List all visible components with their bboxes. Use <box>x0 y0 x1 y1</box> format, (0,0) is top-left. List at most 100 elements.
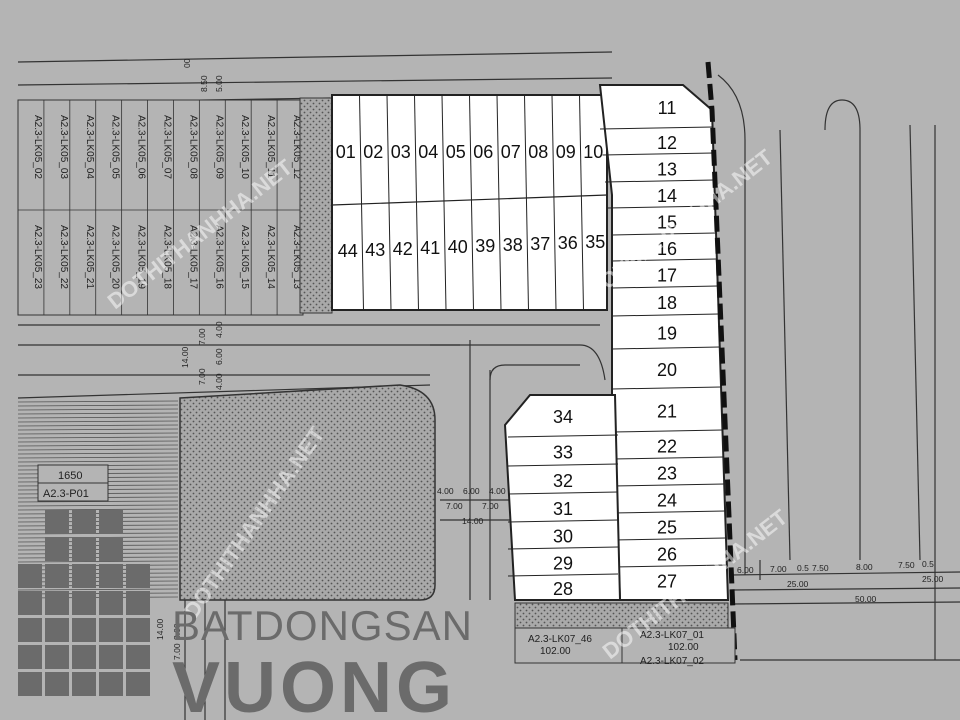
lot-number: 10 <box>583 142 603 162</box>
svg-text:7.50: 7.50 <box>812 563 829 573</box>
lk05-lower-label: A2.3-LK05_22 <box>58 225 69 289</box>
logo-grid-cell <box>45 591 69 615</box>
lk05-upper-label: A2.3-LK05_06 <box>136 115 147 179</box>
lk05-upper-label: A2.3-LK05_09 <box>213 115 224 179</box>
lot-number: 07 <box>501 142 521 162</box>
logo-grid-cell <box>18 564 42 588</box>
lot-number: 27 <box>657 572 677 592</box>
lot-number: 06 <box>473 142 493 162</box>
lot-number: 42 <box>393 239 413 259</box>
logo-grid-cell <box>45 618 69 642</box>
lk05-upper-label: A2.3-LK05_07 <box>162 115 173 179</box>
lk05-upper-label: A2.3-LK05_04 <box>84 115 95 179</box>
lot-number: 08 <box>528 142 548 162</box>
lot-number: 20 <box>657 360 677 380</box>
lk05-lower-label: A2.3-LK05_14 <box>265 225 276 289</box>
lot-number: 33 <box>553 443 573 463</box>
lot-number: 02 <box>363 142 383 162</box>
lot-number: 14 <box>657 186 677 206</box>
svg-text:6.00: 6.00 <box>214 348 224 365</box>
logo-grid-cell <box>72 645 96 669</box>
logo-grid-cell <box>72 564 96 588</box>
svg-text:7.00: 7.00 <box>482 501 499 511</box>
lot-number: 31 <box>553 499 573 519</box>
lot-number: 43 <box>365 240 385 260</box>
lk05-upper-label: A2.3-LK05_02 <box>32 115 43 179</box>
svg-text:50.00: 50.00 <box>855 594 877 604</box>
lot-number: 03 <box>391 142 411 162</box>
logo-grid-cell <box>45 672 69 696</box>
right-plot-block <box>598 84 730 601</box>
lot-number: 21 <box>657 402 677 422</box>
lot-number: 19 <box>657 324 677 344</box>
lk05-lower-label: A2.3-LK05_20 <box>110 225 121 289</box>
lk05-lower-label: A2.3-LK05_21 <box>84 225 95 289</box>
lot-number: 24 <box>657 491 677 511</box>
lot-number: 28 <box>553 579 573 599</box>
hatched-strip-bottom <box>514 602 729 629</box>
lk05-lower-label: A2.3-LK05_13 <box>291 225 302 289</box>
logo-grid-cell <box>72 672 96 696</box>
svg-text:8.50: 8.50 <box>199 75 209 92</box>
lot-number: 39 <box>475 236 495 256</box>
top-plot-middle-line <box>331 194 608 206</box>
park-area-value: 1650 <box>58 470 82 482</box>
logo-grid-cell <box>45 564 69 588</box>
svg-text:7.00: 7.00 <box>770 564 787 574</box>
logo-grid-cell <box>126 645 150 669</box>
svg-text:4.00: 4.00 <box>214 321 224 338</box>
svg-text:25.00: 25.00 <box>787 579 809 589</box>
lk05-lower-label: A2.3-LK05_15 <box>239 225 250 289</box>
lk05-lower-label: A2.3-LK05_16 <box>213 225 224 289</box>
lot-number: 25 <box>657 518 677 538</box>
lk05-upper-label: A2.3-LK05_05 <box>110 115 121 179</box>
svg-text:14.00: 14.00 <box>180 346 190 368</box>
svg-text:00: 00 <box>182 58 192 68</box>
lk05-upper-label: A2.3-LK05_03 <box>58 115 69 179</box>
logo-grid-cell <box>99 618 123 642</box>
lot-number: 22 <box>657 437 677 457</box>
lot-number: 34 <box>553 407 573 427</box>
logo-grid-cell <box>126 591 150 615</box>
svg-text:8.00: 8.00 <box>172 623 182 640</box>
lot-number: 05 <box>446 142 466 162</box>
svg-text:5.00: 5.00 <box>214 75 224 92</box>
logo-grid-cell <box>99 564 123 588</box>
logo-grid-cell <box>99 510 123 534</box>
lk05-lower-label: A2.3-LK05_17 <box>187 225 198 289</box>
lot-number: 12 <box>657 133 677 153</box>
dimension-labels: 00 5.00 8.50 7.00 14.00 6.00 7.00 4.00 4… <box>155 58 944 660</box>
lot-number: 13 <box>657 160 677 180</box>
logo-grid-cell <box>99 672 123 696</box>
lot-number: 35 <box>585 232 605 252</box>
lot-number: 36 <box>558 233 578 253</box>
logo-grid-cell <box>72 510 96 534</box>
logo-grid-cell <box>99 591 123 615</box>
lot-number: 44 <box>338 241 358 261</box>
svg-text:4.00: 4.00 <box>437 486 454 496</box>
logo-grid-cell <box>72 537 96 561</box>
lk05-lower-label: A2.3-LK05_23 <box>32 225 43 289</box>
logo-grid-cell <box>45 537 69 561</box>
svg-text:4.00: 4.00 <box>214 373 224 390</box>
lot-number: 16 <box>657 239 677 259</box>
logo-grid-cell <box>72 591 96 615</box>
svg-text:7.00: 7.00 <box>446 501 463 511</box>
park-code: A2.3-P01 <box>43 488 89 500</box>
lk05-lower-label: A2.3-LK05_19 <box>136 225 147 289</box>
svg-text:7.50: 7.50 <box>898 560 915 570</box>
lk07-area-46: 102.00 <box>540 646 571 657</box>
logo-grid-cell <box>45 510 69 534</box>
lot-number: 11 <box>658 98 677 118</box>
lk07-label-01: A2.3-LK07_01 <box>640 630 704 641</box>
svg-text:0.5: 0.5 <box>797 563 809 573</box>
lot-number: 38 <box>503 235 523 255</box>
lot-number: 18 <box>657 293 677 313</box>
svg-text:14.00: 14.00 <box>155 618 165 640</box>
logo-grid-cell <box>126 618 150 642</box>
lk05-upper-label: A2.3-LK05_11 <box>265 115 276 179</box>
logo-line1: BATDONGSAN <box>172 602 473 649</box>
logo-grid-cell <box>18 672 42 696</box>
